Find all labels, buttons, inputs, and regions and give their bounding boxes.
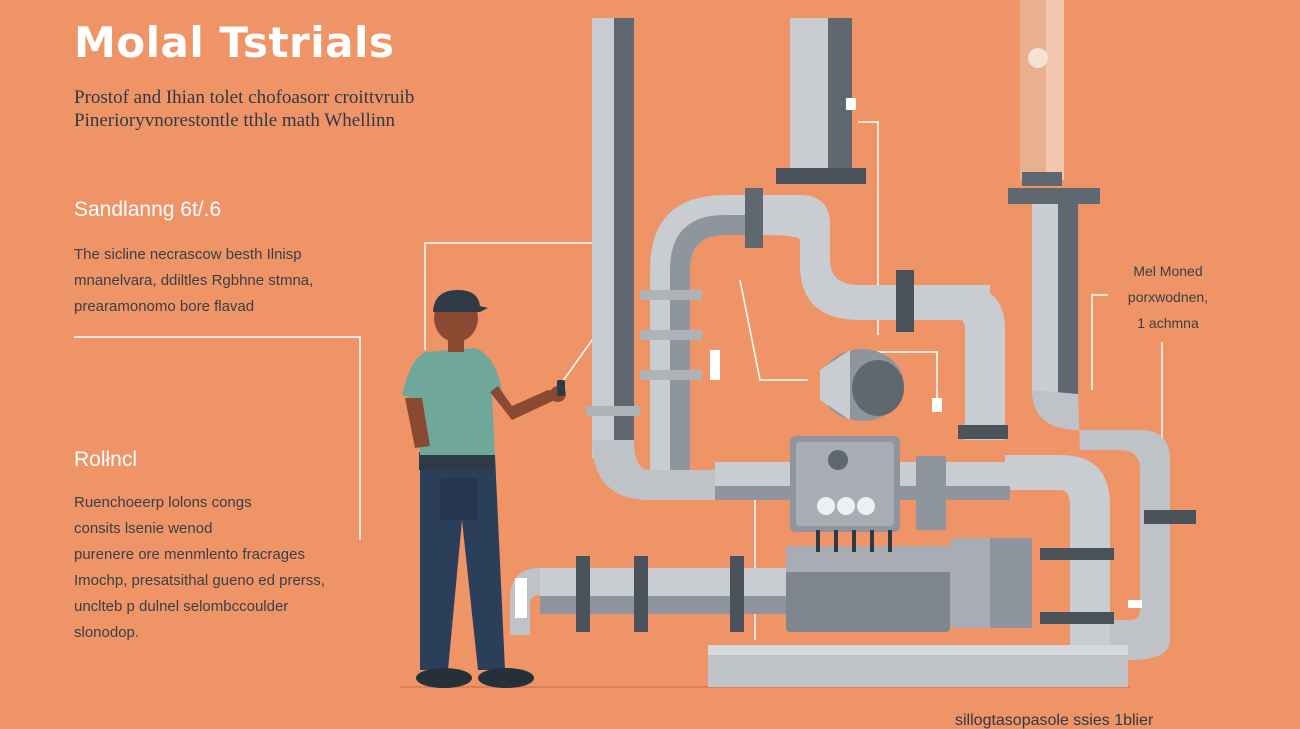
pipe-tall-left: [586, 18, 760, 500]
callout-line: porxwodnen,: [1127, 289, 1209, 305]
pipe-bottom: [510, 556, 1128, 687]
section-line: purenere ore menmlento fracrages: [74, 546, 305, 563]
section-heading-rolling: Rolłncl: [74, 448, 138, 471]
tag-markers: [515, 98, 1142, 618]
section-line: prearamonomo bore flavad: [74, 298, 255, 315]
section-line: consits lsenie wenod: [74, 520, 213, 537]
elbow-fitting-icon: [820, 349, 904, 421]
section-line: slonodop.: [74, 624, 140, 641]
callout-label: Mel Moned porxwodnen, 1 achmna: [1108, 258, 1228, 336]
section-line: Imochp, presatsithal gueno ed prerss,: [74, 572, 325, 589]
callout-line: 1 achmna: [1137, 315, 1199, 331]
section-line: mnanelvara, ddiltles Rgbhne stmna,: [74, 272, 314, 289]
pipe-arch: [640, 195, 760, 470]
section-heading-standing: Sandlanng 6t/.6: [74, 198, 222, 221]
section-body-standing: The sicline necrascow besth Ilnisp mnane…: [74, 242, 374, 320]
section-body-rolling: Ruenchoeerp lolons congs consits lsenie …: [74, 490, 394, 646]
pipe-top-centre: [745, 18, 1008, 440]
callout-line: Mel Moned: [1133, 263, 1203, 279]
section-line: Ruenchoeerp lolons congs: [74, 494, 252, 511]
page-title: Molal Tstrials: [74, 18, 395, 67]
worker-figure-icon: [402, 290, 566, 688]
pipe-right-copper: [1008, 0, 1196, 660]
section-line: The sicline necrascow besth Ilnisp: [74, 246, 302, 263]
page-subtitle: Prostof and Ihian tolet chofoasorr croit…: [74, 86, 534, 132]
section-line: unclteb p dulnel selombccoulder: [74, 598, 289, 615]
pump-motor-icon: [786, 530, 1032, 632]
footer-caption: sillogtasopasole ssies 1blier: [955, 712, 1154, 729]
subtitle-line: Pinerioryvnorestontle tthle math Whellin…: [74, 110, 396, 131]
valve-box-icon: [790, 436, 946, 532]
subtitle-line: Prostof and Ihian tolet chofoasorr croit…: [74, 87, 415, 108]
